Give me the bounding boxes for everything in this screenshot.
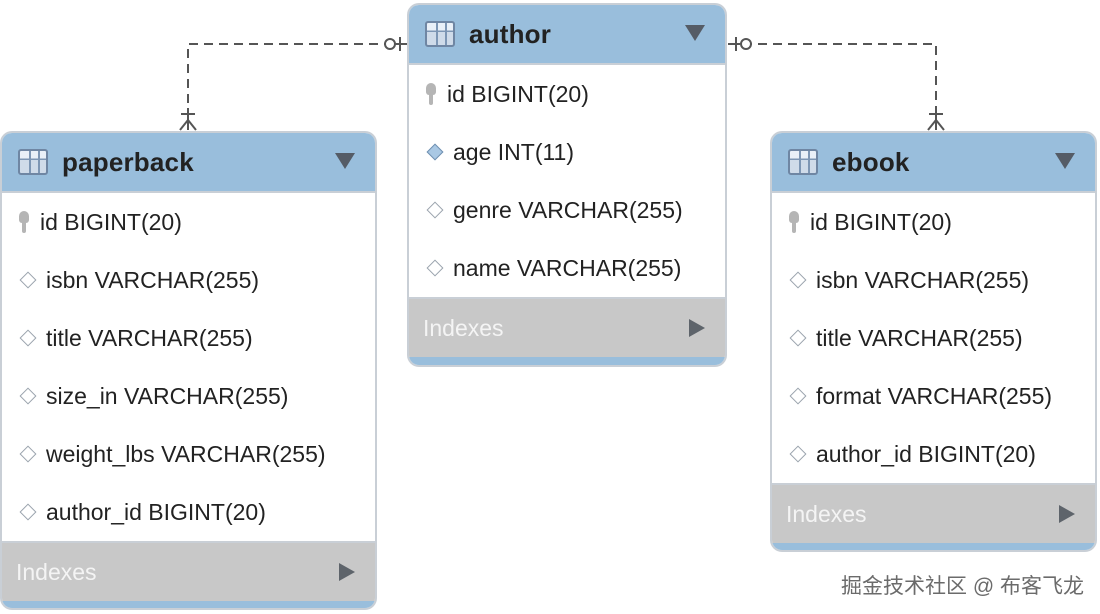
column-label: age INT(11) bbox=[453, 138, 575, 165]
key-icon bbox=[425, 83, 437, 105]
paperback-table-title: paperback bbox=[62, 146, 194, 177]
diamond-icon bbox=[19, 445, 37, 463]
indexes-label: Indexes bbox=[423, 314, 504, 341]
ebook-column-row[interactable]: format VARCHAR(255) bbox=[772, 367, 1095, 425]
dropdown-arrow-icon[interactable] bbox=[685, 25, 705, 41]
column-label: format VARCHAR(255) bbox=[816, 382, 1053, 409]
paperback-column-row[interactable]: weight_lbs VARCHAR(255) bbox=[2, 425, 375, 483]
column-label: size_in VARCHAR(255) bbox=[46, 382, 289, 409]
column-label: title VARCHAR(255) bbox=[816, 324, 1023, 351]
ebook-table-title: ebook bbox=[832, 146, 910, 177]
one-or-many-marker-ebook bbox=[927, 108, 945, 131]
ebook-column-row[interactable]: title VARCHAR(255) bbox=[772, 309, 1095, 367]
column-label: author_id BIGINT(20) bbox=[46, 498, 266, 525]
connector-author-paperback bbox=[187, 43, 408, 108]
zero-or-one-marker-paperback bbox=[384, 37, 408, 51]
connector-author-ebook bbox=[728, 43, 937, 108]
column-label: genre VARCHAR(255) bbox=[453, 196, 683, 223]
table-footer bbox=[409, 357, 725, 365]
expand-arrow-icon[interactable] bbox=[339, 563, 355, 581]
diamond-icon bbox=[19, 329, 37, 347]
diamond-icon bbox=[426, 201, 444, 219]
author-column-row[interactable]: age INT(11) bbox=[409, 123, 725, 181]
author-column-row[interactable]: id BIGINT(20) bbox=[409, 65, 725, 123]
author-table-header[interactable]: author bbox=[409, 5, 725, 63]
column-label: name VARCHAR(255) bbox=[453, 254, 682, 281]
watermark-text: 掘金技术社区 @ 布客飞龙 bbox=[841, 575, 1084, 598]
column-label: author_id BIGINT(20) bbox=[816, 440, 1036, 467]
paperback-column-row[interactable]: author_id BIGINT(20) bbox=[2, 483, 375, 541]
paperback-column-row[interactable]: size_in VARCHAR(255) bbox=[2, 367, 375, 425]
ebook-indexes-bar[interactable]: Indexes bbox=[772, 485, 1095, 543]
diamond-icon bbox=[426, 143, 444, 161]
ebook-table[interactable]: ebook id BIGINT(20) isbn VARCHAR(255) ti… bbox=[770, 131, 1097, 552]
diamond-icon bbox=[789, 445, 807, 463]
expand-arrow-icon[interactable] bbox=[1059, 505, 1075, 523]
paperback-indexes-bar[interactable]: Indexes bbox=[2, 543, 375, 601]
ebook-columns: id BIGINT(20) isbn VARCHAR(255) title VA… bbox=[772, 191, 1095, 485]
paperback-columns: id BIGINT(20) isbn VARCHAR(255) title VA… bbox=[2, 191, 375, 543]
paperback-column-row[interactable]: title VARCHAR(255) bbox=[2, 309, 375, 367]
column-label: id BIGINT(20) bbox=[40, 208, 182, 235]
column-label: id BIGINT(20) bbox=[810, 208, 952, 235]
paperback-table[interactable]: paperback id BIGINT(20) isbn VARCHAR(255… bbox=[0, 131, 377, 610]
dropdown-arrow-icon[interactable] bbox=[335, 153, 355, 169]
diamond-icon bbox=[789, 387, 807, 405]
author-table-title: author bbox=[469, 18, 552, 49]
author-table[interactable]: author id BIGINT(20) age INT(11) genre V… bbox=[407, 3, 727, 367]
one-or-many-marker-paperback bbox=[179, 108, 197, 131]
author-columns: id BIGINT(20) age INT(11) genre VARCHAR(… bbox=[409, 63, 725, 299]
key-icon bbox=[788, 211, 800, 233]
paperback-column-row[interactable]: isbn VARCHAR(255) bbox=[2, 251, 375, 309]
paperback-table-header[interactable]: paperback bbox=[2, 133, 375, 191]
ebook-column-row[interactable]: author_id BIGINT(20) bbox=[772, 425, 1095, 483]
ebook-column-row[interactable]: isbn VARCHAR(255) bbox=[772, 251, 1095, 309]
key-icon bbox=[18, 211, 30, 233]
table-icon bbox=[425, 21, 455, 47]
indexes-label: Indexes bbox=[16, 558, 97, 585]
table-footer bbox=[772, 543, 1095, 550]
table-icon bbox=[18, 149, 48, 175]
zero-or-one-marker-ebook bbox=[728, 37, 752, 51]
paperback-column-row[interactable]: id BIGINT(20) bbox=[2, 193, 375, 251]
column-label: isbn VARCHAR(255) bbox=[46, 266, 260, 293]
column-label: isbn VARCHAR(255) bbox=[816, 266, 1030, 293]
table-icon bbox=[788, 149, 818, 175]
indexes-label: Indexes bbox=[786, 500, 867, 527]
diamond-icon bbox=[789, 329, 807, 347]
author-column-row[interactable]: name VARCHAR(255) bbox=[409, 239, 725, 297]
diamond-icon bbox=[19, 503, 37, 521]
table-footer bbox=[2, 601, 375, 608]
expand-arrow-icon[interactable] bbox=[689, 319, 705, 337]
dropdown-arrow-icon[interactable] bbox=[1055, 153, 1075, 169]
diamond-icon bbox=[426, 259, 444, 277]
column-label: id BIGINT(20) bbox=[447, 80, 589, 107]
diamond-icon bbox=[19, 271, 37, 289]
diamond-icon bbox=[789, 271, 807, 289]
ebook-table-header[interactable]: ebook bbox=[772, 133, 1095, 191]
column-label: title VARCHAR(255) bbox=[46, 324, 253, 351]
ebook-column-row[interactable]: id BIGINT(20) bbox=[772, 193, 1095, 251]
column-label: weight_lbs VARCHAR(255) bbox=[46, 440, 326, 467]
diamond-icon bbox=[19, 387, 37, 405]
author-indexes-bar[interactable]: Indexes bbox=[409, 299, 725, 357]
author-column-row[interactable]: genre VARCHAR(255) bbox=[409, 181, 725, 239]
